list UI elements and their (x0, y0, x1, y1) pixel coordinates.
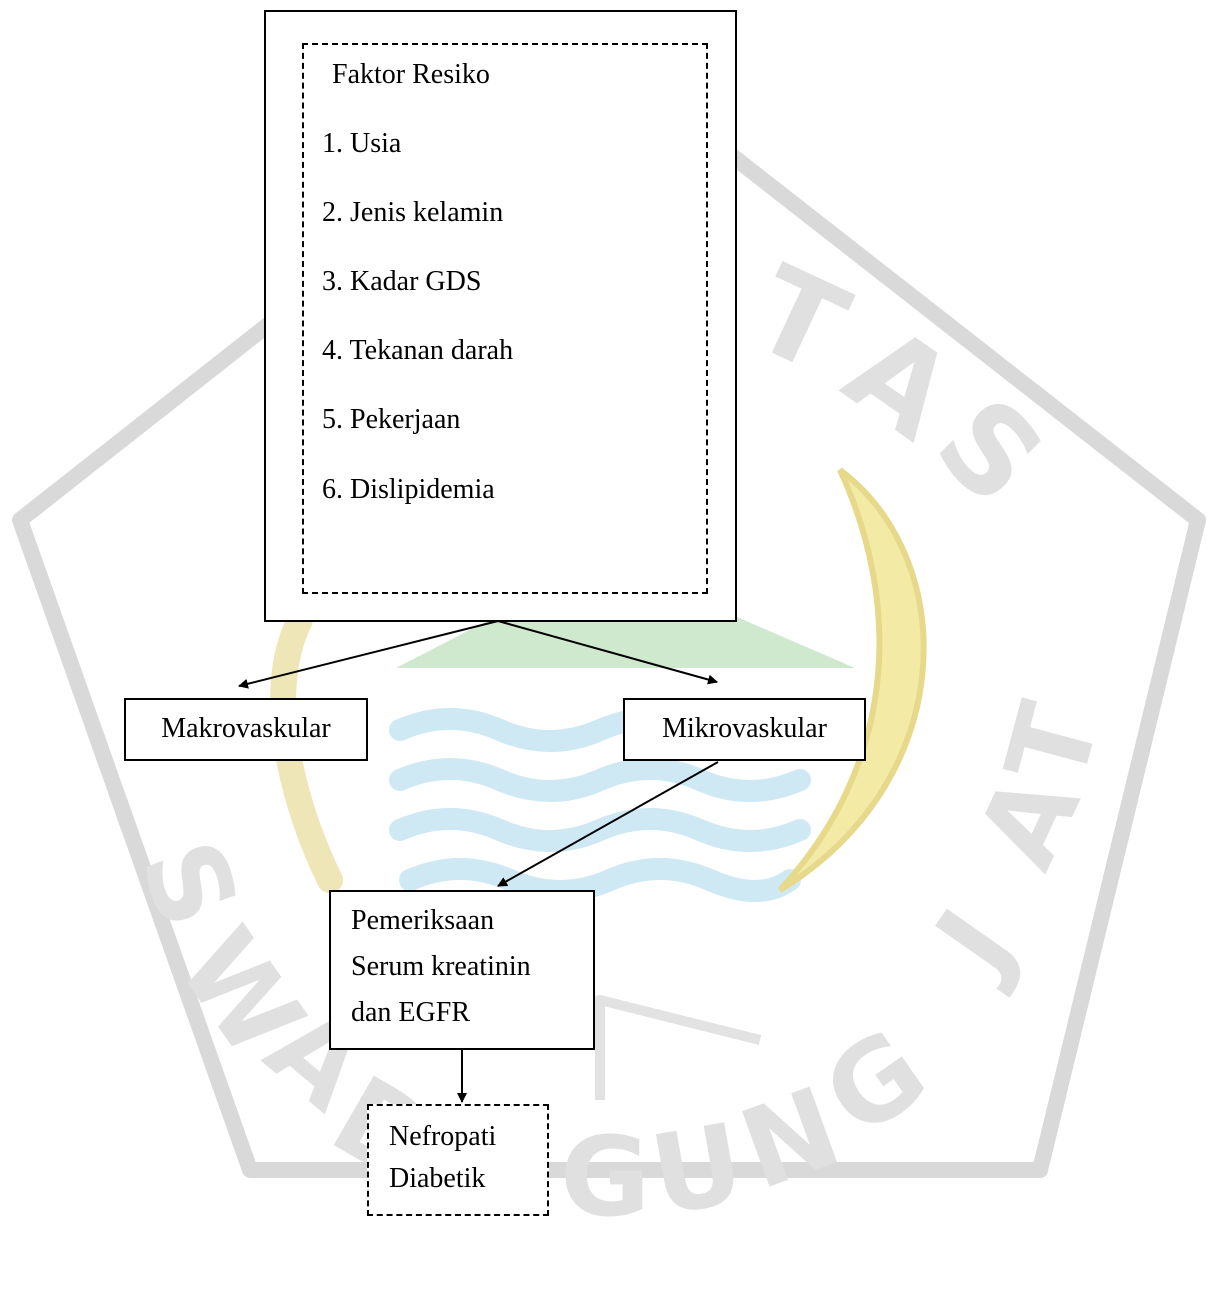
nefropati-diabetik-box: Nefropati Diabetik (367, 1104, 549, 1216)
risk-factor-item: 5. Pekerjaan (322, 404, 461, 435)
arrow-to-pemeriksaan (497, 761, 719, 887)
watermark-waves (389, 708, 811, 902)
makrovaskular-box: Makrovaskular (124, 698, 368, 761)
risk-factor-box (264, 10, 737, 622)
nefropati-line: Nefropati (389, 1121, 497, 1152)
pemeriksaan-line: Serum kreatinin (351, 951, 531, 982)
mikrovaskular-label: Mikrovaskular (662, 713, 827, 744)
risk-factor-item: 2. Jenis kelamin (322, 197, 504, 228)
risk-factor-item: 3. Kadar GDS (322, 266, 482, 297)
mikrovaskular-box: Mikrovaskular (623, 698, 866, 761)
watermark-letter: U (642, 1099, 752, 1241)
risk-factor-item: 4. Tekanan darah (322, 335, 514, 366)
watermark-rice-stalk (777, 467, 927, 893)
arrow-to-makrovaskular (238, 620, 499, 689)
watermark-pentagon (12, 50, 1206, 1178)
nefropati-line: Diabetik (389, 1163, 486, 1194)
arrow-to-mikrovaskular (497, 620, 718, 685)
makrovaskular-label: Makrovaskular (161, 713, 331, 744)
risk-factor-item: 1. Usia (322, 128, 402, 159)
risk-factor-item: 6. Dislipidemia (322, 474, 495, 505)
risk-factor-title: Faktor Resiko (332, 59, 490, 90)
watermark-letter: G (560, 1113, 650, 1241)
pemeriksaan-line: Pemeriksaan (351, 905, 495, 936)
risk-factor-inner-dashed-box (302, 43, 708, 594)
pemeriksaan-line: dan EGFR (351, 997, 470, 1028)
pemeriksaan-box: Pemeriksaan Serum kreatinin dan EGFR (329, 890, 595, 1050)
